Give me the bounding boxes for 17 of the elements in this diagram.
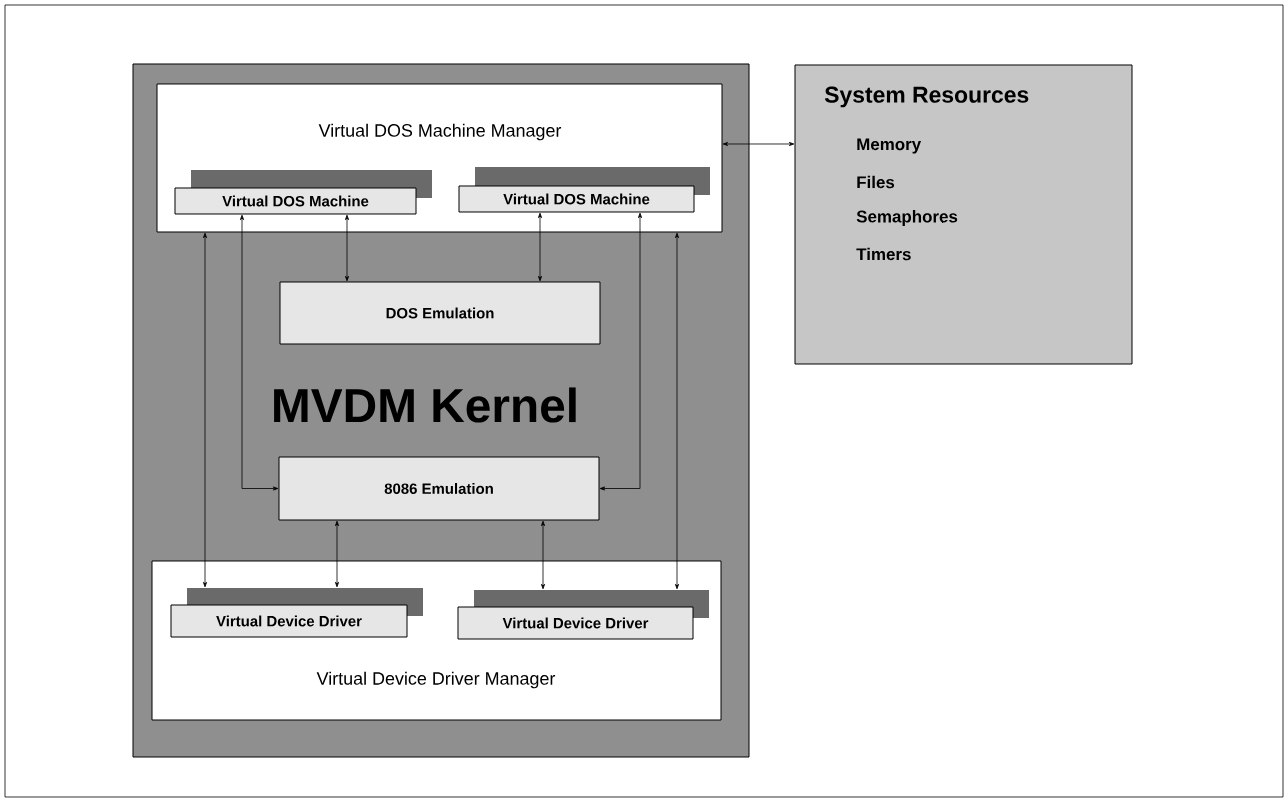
machine-box: Virtual DOS Machine — [174, 170, 432, 215]
node-label: Virtual DOS Machine — [503, 193, 650, 205]
driver-box: Virtual Device Driver — [170, 588, 423, 638]
arrow — [345, 214, 349, 282]
emulation-box: DOS Emulation — [279, 281, 601, 345]
emulation-box: 8086 Emulation — [278, 456, 600, 521]
arrow — [541, 520, 546, 590]
arrow — [599, 212, 643, 491]
driver-box: Virtual Device Driver — [457, 590, 709, 640]
arrow — [335, 520, 339, 588]
arrow — [722, 142, 795, 146]
arrow — [203, 232, 208, 588]
resources-box: System Resources Memory Files Semaphores Timers — [794, 64, 1133, 365]
arrow — [675, 232, 680, 590]
arrow — [240, 214, 279, 491]
machine-box: Virtual DOS Machine — [458, 167, 710, 213]
arrow — [538, 212, 543, 282]
